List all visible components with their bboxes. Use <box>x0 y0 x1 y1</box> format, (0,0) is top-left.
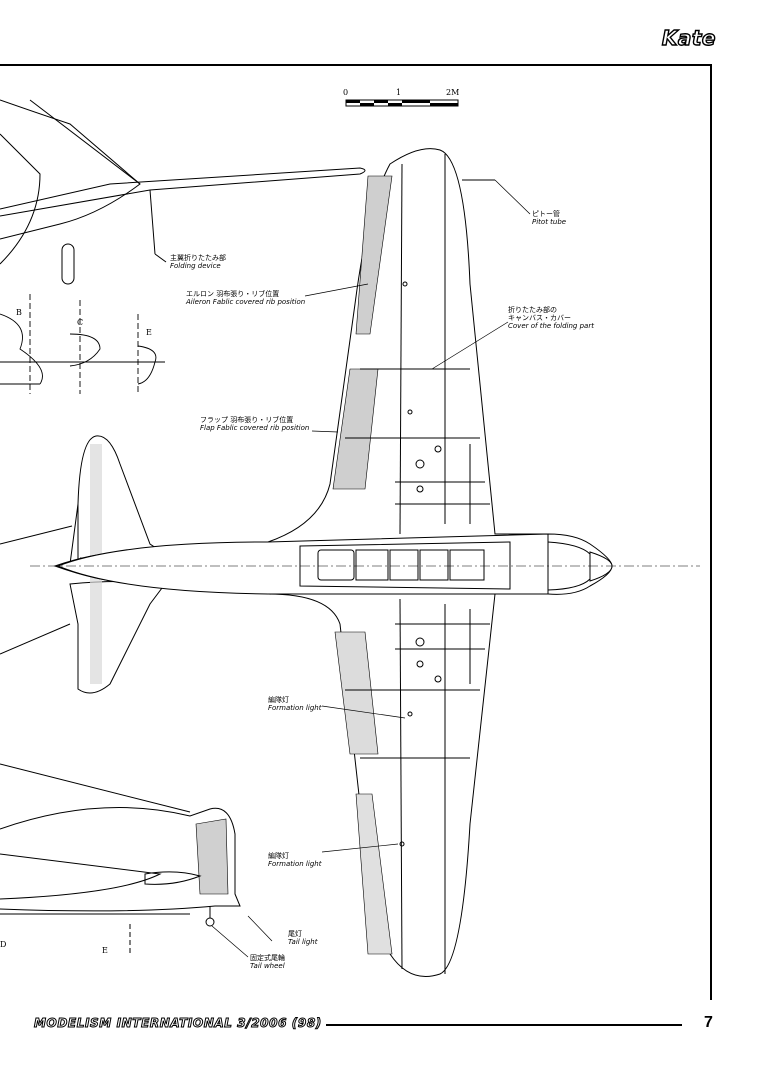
label-folding-device-en: Folding device <box>170 262 221 270</box>
section-marker-e-upper: E <box>146 328 152 337</box>
label-tail-wheel: 固定式尾輪 Tail wheel <box>250 954 285 970</box>
side-view-tail <box>0 763 241 954</box>
label-formation-light-2-en: Formation light <box>268 860 322 868</box>
label-folding-device-jp: 主翼折りたたみ部 <box>170 254 226 262</box>
label-tail-light: 尾灯 Tail light <box>288 930 317 946</box>
label-pitot-jp: ピトー管 <box>532 210 560 218</box>
section-profiles <box>0 294 165 394</box>
label-pitot-tube: ピトー管 Pitot tube <box>532 210 566 226</box>
scale-tick-0: 0 <box>343 88 349 97</box>
label-pitot-en: Pitot tube <box>532 218 567 226</box>
label-folding-cover-en: Cover of the folding part <box>508 322 594 330</box>
label-tail-light-en: Tail light <box>288 938 318 946</box>
label-tail-wheel-jp: 固定式尾輪 <box>250 954 285 962</box>
label-folding-cover-jp2: キャンバス・カバー <box>508 314 571 322</box>
label-folding-cover: 折りたたみ部の キャンバス・カバー Cover of the folding p… <box>508 306 594 330</box>
aircraft-plan-drawing <box>0 99 700 977</box>
leader-lines <box>211 179 531 958</box>
label-flap-en: Flap Fablic covered rib position <box>200 424 310 432</box>
section-marker-c: C <box>77 318 84 327</box>
drawing-frame <box>0 64 712 1000</box>
label-flap-jp: フラップ 羽布張り・リブ位置 <box>200 416 294 424</box>
scale-tick-2m: 2M <box>446 88 460 97</box>
label-formation-light-1: 編隊灯 Formation light <box>268 696 321 712</box>
label-formation-light-2: 編隊灯 Formation light <box>268 852 321 868</box>
footer-magazine-title: MODELISM INTERNATIONAL 3/2006 (98) <box>34 1016 322 1031</box>
label-aileron-en: Aileron Fablic covered rib position <box>186 298 306 306</box>
section-marker-d: D <box>0 940 7 949</box>
header-title: Kate <box>661 25 716 50</box>
label-folding-cover-jp1: 折りたたみ部の <box>508 306 557 314</box>
label-flap: フラップ 羽布張り・リブ位置 Flap Fablic covered rib p… <box>200 416 309 432</box>
label-tail-wheel-en: Tail wheel <box>250 962 285 970</box>
label-aileron: エルロン 羽布張り・リブ位置 Aileron Fablic covered ri… <box>186 290 305 306</box>
scale-tick-1: 1 <box>396 88 402 97</box>
page-number: 7 <box>704 1014 713 1031</box>
label-formation-light-1-jp: 編隊灯 <box>268 696 289 704</box>
upper-left-wing-view <box>0 99 366 285</box>
label-formation-light-1-en: Formation light <box>268 704 322 712</box>
fuselage <box>30 533 700 595</box>
section-marker-e-lower: E <box>102 946 108 955</box>
footer-rule <box>326 1024 682 1026</box>
label-formation-light-2-jp: 編隊灯 <box>268 852 289 860</box>
label-aileron-jp: エルロン 羽布張り・リブ位置 <box>186 290 280 298</box>
label-folding-device: 主翼折りたたみ部 Folding device <box>170 254 226 270</box>
section-marker-b: B <box>16 308 22 317</box>
scale-bar <box>345 99 459 107</box>
label-tail-light-jp: 尾灯 <box>288 930 302 938</box>
